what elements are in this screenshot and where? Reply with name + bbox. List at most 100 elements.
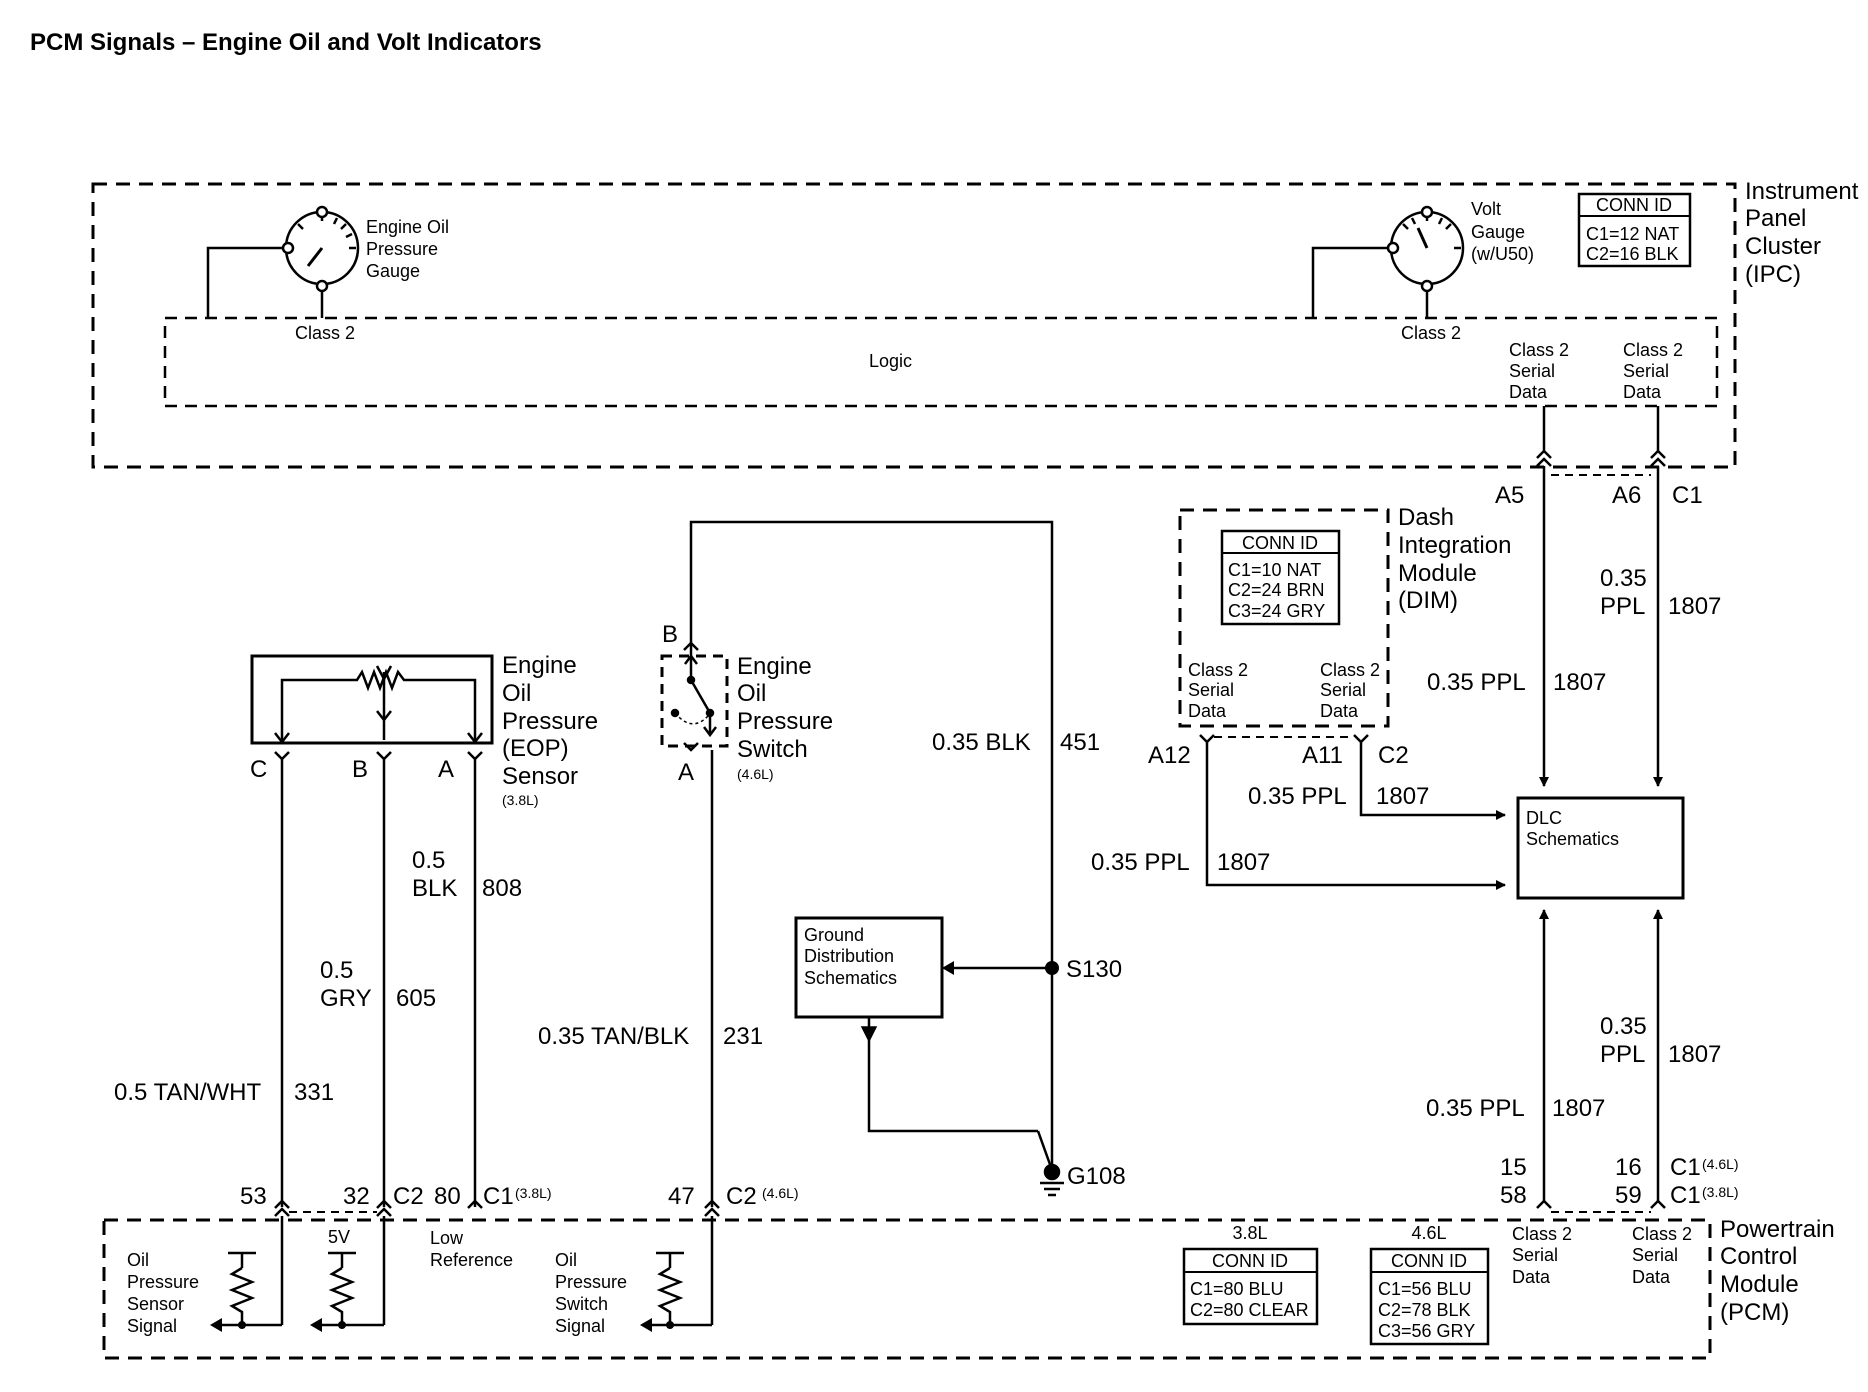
pcm-conn-c1-38-variant: (3.8L) xyxy=(1702,1184,1739,1200)
ipc-class2-right: Class 2 xyxy=(1401,323,1461,343)
pcm-pin-16: 16 xyxy=(1615,1154,1642,1181)
wire-605-color: GRY xyxy=(320,985,372,1012)
pcm-conn-c1-38: C1 xyxy=(1670,1182,1701,1209)
wire-605-circuit: 605 xyxy=(396,985,436,1012)
wire-pcm-right-circuit: 1807 xyxy=(1668,1041,1721,1068)
wire-ipc-c1-circuit: 1807 xyxy=(1668,593,1721,620)
svg-text:C1=56 BLU: C1=56 BLU xyxy=(1378,1279,1472,1299)
svg-text:C2=78 BLK: C2=78 BLK xyxy=(1378,1300,1471,1320)
eop-pin-a: A xyxy=(438,756,454,783)
wire-pcm-right-color: PPL xyxy=(1600,1041,1645,1068)
wire-451-size: 0.35 BLK xyxy=(932,729,1031,756)
eop-sensor-icon xyxy=(250,654,494,745)
ground-g108: G108 xyxy=(1067,1163,1126,1190)
svg-text:C2=24 BRN: C2=24 BRN xyxy=(1228,580,1325,600)
wire-808-size: 0.5 xyxy=(412,847,445,874)
volt-gauge-label: Volt Gauge (w/U50) xyxy=(1471,199,1534,264)
volt-gauge-icon xyxy=(1386,205,1465,293)
ipc-module xyxy=(91,182,1737,469)
svg-text:C1=80 BLU: C1=80 BLU xyxy=(1190,1279,1284,1299)
oil-switch-pin-a: A xyxy=(678,759,694,786)
pcm-oil-sensor-signal: Oil Pressure Sensor Signal xyxy=(127,1250,204,1336)
pcm-pin-58: 58 xyxy=(1500,1182,1527,1209)
oil-switch-variant: (4.6L) xyxy=(737,766,774,782)
svg-text:CONN ID: CONN ID xyxy=(1242,533,1318,553)
ipc-pin-a5: A5 xyxy=(1495,482,1524,509)
svg-text:4.6L: 4.6L xyxy=(1411,1223,1446,1243)
pcm-oil-switch-signal: Oil Pressure Switch Signal xyxy=(555,1250,632,1336)
page-title: PCM Signals – Engine Oil and Volt Indica… xyxy=(30,29,542,56)
wire-331-size: 0.5 TAN/WHT xyxy=(114,1079,261,1106)
wire-231-size: 0.35 TAN/BLK xyxy=(538,1023,689,1050)
ground-distribution-label: Ground Distribution Schematics xyxy=(804,925,899,988)
pcm-5v-label: 5V xyxy=(328,1227,350,1247)
pcm-internal-circuits xyxy=(222,1216,714,1327)
pcm-conn-c1-46: C1 xyxy=(1670,1154,1701,1181)
ipc-conn-c1: C1 xyxy=(1672,482,1703,509)
dim-conn-id-table: CONN ID C1=10 NAT C2=24 BRN C3=24 GRY xyxy=(1220,529,1341,626)
svg-text:C1=12 NAT: C1=12 NAT xyxy=(1586,224,1679,244)
ground-g108-icon xyxy=(1040,1163,1064,1197)
pcm-pin-59: 59 xyxy=(1615,1182,1642,1209)
ipc-outline xyxy=(91,182,1737,469)
wire-dim-a11-size: 0.35 PPL xyxy=(1248,783,1347,810)
eop-wires xyxy=(280,759,477,1207)
oil-switch-outline xyxy=(660,654,729,748)
eop-sensor-variant: (3.8L) xyxy=(502,792,539,808)
dlc-label: DLC Schematics xyxy=(1526,808,1619,849)
ipc-connectors xyxy=(1536,406,1666,476)
pcm-conn-c2-b: C2 xyxy=(726,1183,757,1210)
dim-connectors xyxy=(1199,734,1369,744)
oil-pressure-gauge-icon xyxy=(281,205,360,293)
wire-ipc-c1-size: 0.35 xyxy=(1600,565,1647,592)
oil-gauge-label: Engine Oil Pressure Gauge xyxy=(366,217,454,281)
wire-dim-a11-circuit: 1807 xyxy=(1376,783,1429,810)
dim-serial-data-a: Class 2 Serial Data xyxy=(1188,660,1253,721)
pcm-variant-38: (3.8L) xyxy=(515,1185,552,1201)
wire-ipc-a5-size: 0.35 PPL xyxy=(1427,669,1526,696)
svg-text:CONN ID: CONN ID xyxy=(1596,195,1672,215)
svg-text:CONN ID: CONN ID xyxy=(1391,1251,1467,1271)
wire-451-circuit: 451 xyxy=(1060,729,1100,756)
wire-808-color: BLK xyxy=(412,875,457,902)
pcm-conn-c2-a: C2 xyxy=(393,1183,424,1210)
pcm-arrowheads xyxy=(210,1318,674,1332)
ipc-pin-a6: A6 xyxy=(1612,482,1641,509)
pcm-pin-80: 80 xyxy=(434,1183,461,1210)
oil-switch-name: Engine Oil Pressure Switch xyxy=(737,653,840,763)
splice-s130: S130 xyxy=(1066,956,1122,983)
eop-pin-c: C xyxy=(250,756,267,783)
ipc-logic-label: Logic xyxy=(869,351,912,371)
pcm-conn-c1-46-variant: (4.6L) xyxy=(1702,1156,1739,1172)
splice-s130-icon xyxy=(1045,961,1059,975)
oil-switch-pin-b: B xyxy=(662,621,678,648)
pcm-connectors xyxy=(274,1199,1666,1217)
dim-pin-a11: A11 xyxy=(1302,742,1343,769)
eop-pin-b: B xyxy=(352,756,368,783)
dim-name: Dash Integration Module (DIM) xyxy=(1398,504,1518,614)
pcm-serial-data-b: Class 2 Serial Data xyxy=(1632,1224,1697,1287)
ipc-name: Instrument Panel Cluster (IPC) xyxy=(1745,178,1865,288)
ipc-class2-left: Class 2 xyxy=(295,323,355,343)
pcm-serial-data-a: Class 2 Serial Data xyxy=(1512,1224,1577,1287)
pcm-pin-32: 32 xyxy=(343,1183,370,1210)
dim-conn-c2: C2 xyxy=(1378,742,1409,769)
dim-outline xyxy=(1178,508,1390,728)
pcm-conn-id-46l: 4.6L CONN ID C1=56 BLU C2=78 BLK C3=56 G… xyxy=(1369,1223,1490,1346)
wire-pcm-left-circuit: 1807 xyxy=(1552,1095,1605,1122)
pcm-pin-15: 15 xyxy=(1500,1154,1527,1181)
wire-231-circuit: 231 xyxy=(723,1023,763,1050)
wire-dim-a12-size: 0.35 PPL xyxy=(1091,849,1190,876)
pcm-low-reference: Low Reference xyxy=(430,1228,513,1270)
svg-text:C2=16 BLK: C2=16 BLK xyxy=(1586,244,1679,264)
svg-text:C2=80 CLEAR: C2=80 CLEAR xyxy=(1190,1300,1309,1320)
pcm-name: Powertrain Control Module (PCM) xyxy=(1720,1216,1841,1326)
pcm-conn-id-38l: 3.8L CONN ID C1=80 BLU C2=80 CLEAR xyxy=(1182,1223,1319,1326)
wire-dim-a12-circuit: 1807 xyxy=(1217,849,1270,876)
svg-text:C1=10 NAT: C1=10 NAT xyxy=(1228,560,1321,580)
dim-serial-data-b: Class 2 Serial Data xyxy=(1320,660,1385,721)
pcm-conn-c1-a: C1 xyxy=(483,1183,514,1210)
ipc-logic-box xyxy=(163,316,1719,408)
pcm-pin-53: 53 xyxy=(240,1183,267,1210)
